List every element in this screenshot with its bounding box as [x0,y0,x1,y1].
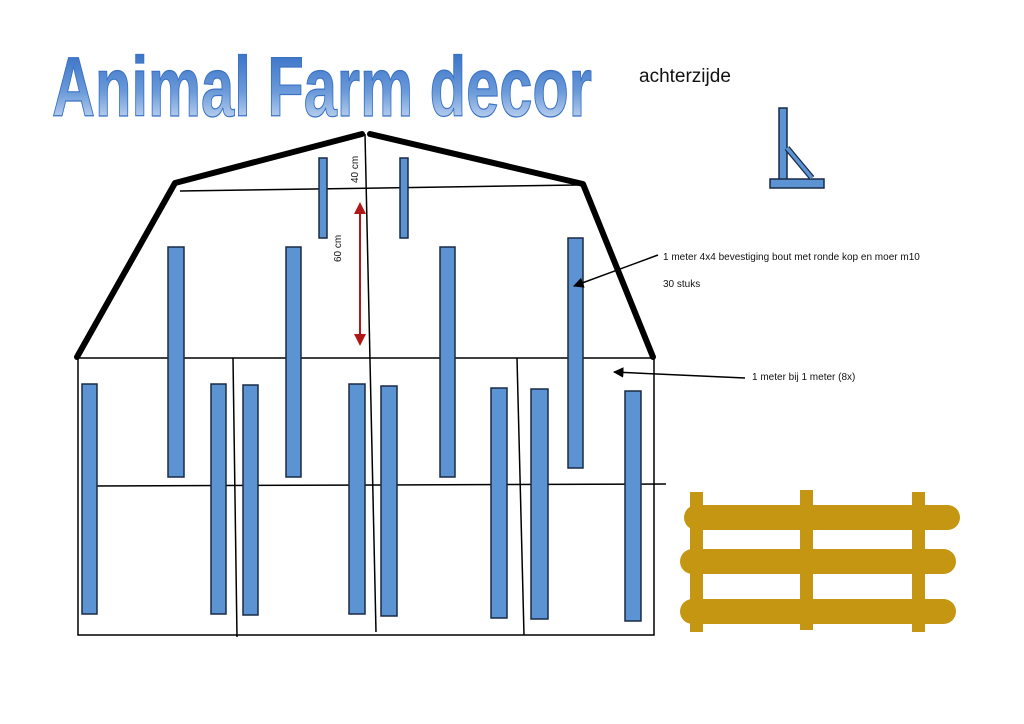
post-group [81,157,642,622]
bracket-icon [769,107,825,189]
post-3 [167,246,185,478]
dimension-40-label: 40 cm [350,155,361,183]
post-11 [380,385,398,617]
back-side-label: achterzijde [639,66,731,87]
wall-frame [77,357,667,638]
post-7 [81,383,98,615]
post-5 [439,246,456,478]
bolt-count-label: 30 stuks [663,279,701,290]
bolt-pointer-arrow [573,254,659,288]
fence-icon [680,490,960,632]
post-13 [530,388,549,620]
page-title: Animal Farm decor [52,40,592,134]
panel-note-label: 1 meter bij 1 meter (8x) [752,372,856,383]
post-4 [285,246,302,478]
post-6 [567,237,584,469]
bolt-note-label: 1 meter 4x4 bevestiging bout met ronde k… [663,252,920,263]
roof-crossbeam [179,184,579,192]
post-9 [242,384,259,616]
panel-pointer-arrow [612,367,746,379]
post-2 [399,157,409,239]
post-8 [210,383,227,615]
post-1 [318,157,328,239]
roof-outline [74,131,656,360]
post-14 [624,390,642,622]
post-12 [490,387,508,619]
post-10 [348,383,366,615]
center-line [364,133,377,633]
dimension-60-label: 60 cm [333,234,344,262]
